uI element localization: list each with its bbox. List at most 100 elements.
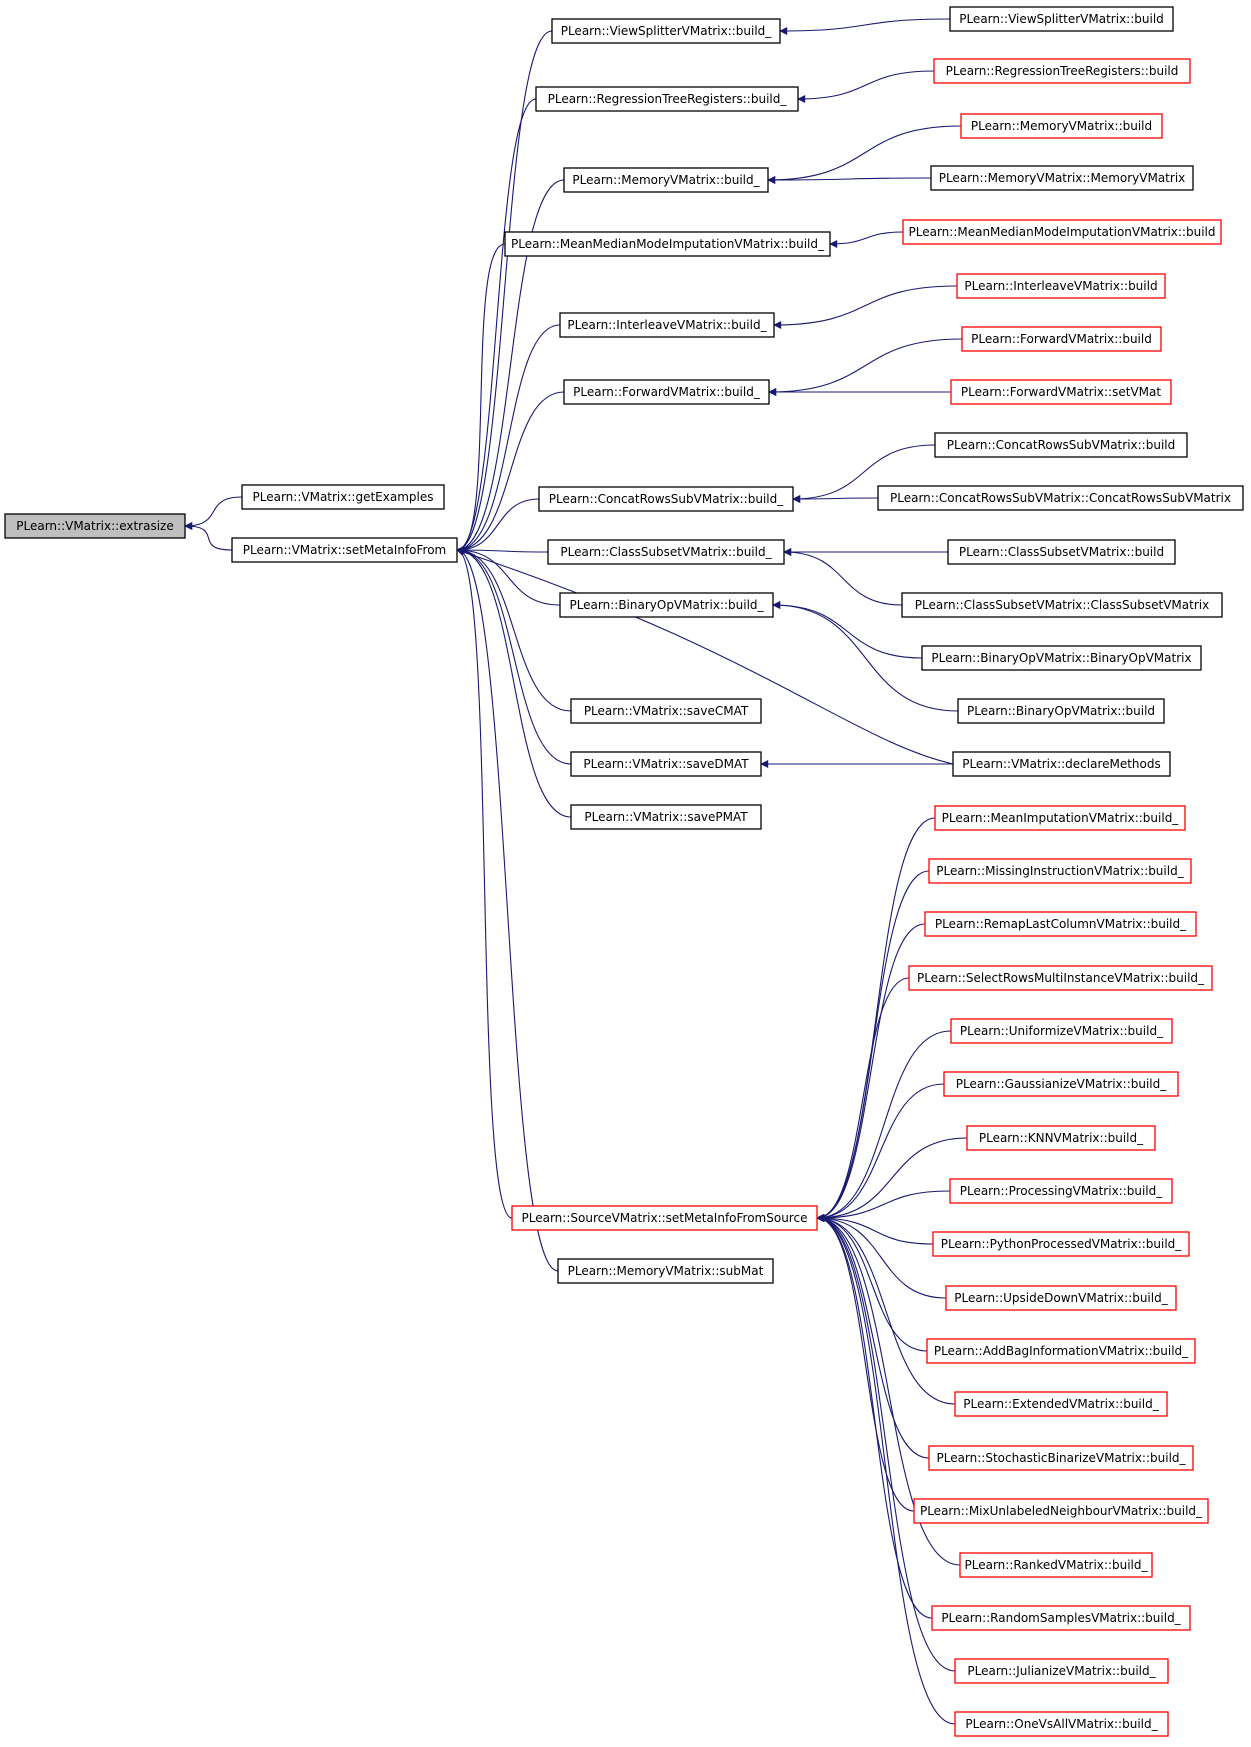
node-plearn-classsubsetvmatrix-build[interactable]: PLearn::ClassSubsetVMatrix::build bbox=[947, 539, 1176, 565]
edge-n26-to-n9 bbox=[792, 494, 879, 503]
nodes-layer: PLearn::VMatrix::extrasizePLearn::VMatri… bbox=[4, 6, 1244, 1737]
node-plearn-memoryvmatrix-build[interactable]: PLearn::MemoryVMatrix::build_ bbox=[563, 167, 769, 193]
edge-n43-to-n15 bbox=[816, 1214, 956, 1405]
node-plearn-onevsallvmatrix-build[interactable]: PLearn::OneVsAllVMatrix::build_ bbox=[954, 1711, 1169, 1737]
node-label: PLearn::KNNVMatrix::build_ bbox=[979, 1131, 1144, 1145]
node-box bbox=[928, 858, 1192, 884]
node-box bbox=[933, 58, 1191, 84]
node-label: PLearn::VMatrix::saveDMAT bbox=[583, 757, 749, 771]
node-plearn-concatrowssubvmatrix-concatrowssubvmatrix[interactable]: PLearn::ConcatRowsSubVMatrix::ConcatRows… bbox=[877, 485, 1244, 511]
node-plearn-selectrowsmultiinstancevmatrix-build[interactable]: PLearn::SelectRowsMultiInstanceVMatrix::… bbox=[908, 965, 1213, 991]
node-plearn-extendedvmatrix-build[interactable]: PLearn::ExtendedVMatrix::build_ bbox=[954, 1391, 1168, 1417]
edge-arrow bbox=[456, 548, 954, 765]
node-plearn-viewsplittervmatrix-build[interactable]: PLearn::ViewSplitterVMatrix::build bbox=[949, 6, 1174, 32]
node-plearn-meanmedianmodeimputationvmatrix-build[interactable]: PLearn::MeanMedianModeImputationVMatrix:… bbox=[504, 231, 831, 257]
node-plearn-classsubsetvmatrix-build[interactable]: PLearn::ClassSubsetVMatrix::build_ bbox=[547, 539, 785, 565]
node-plearn-binaryopvmatrix-binaryopvmatrix[interactable]: PLearn::BinaryOpVMatrix::BinaryOpVMatrix bbox=[921, 645, 1202, 671]
edge-n7-to-n2 bbox=[456, 324, 561, 554]
edge-arrow bbox=[816, 1214, 933, 1619]
edge-arrow bbox=[779, 18, 951, 35]
node-plearn-pythonprocessedvmatrix-build[interactable]: PLearn::PythonProcessedVMatrix::build_ bbox=[932, 1231, 1190, 1257]
node-plearn-binaryopvmatrix-build[interactable]: PLearn::BinaryOpVMatrix::build bbox=[957, 698, 1165, 724]
node-label: PLearn::ViewSplitterVMatrix::build_ bbox=[561, 24, 773, 38]
edge-n16-to-n2 bbox=[456, 546, 559, 1272]
node-plearn-memoryvmatrix-memoryvmatrix[interactable]: PLearn::MemoryVMatrix::MemoryVMatrix bbox=[930, 165, 1194, 191]
node-box bbox=[928, 1445, 1194, 1471]
edge-n34-to-n15 bbox=[816, 923, 926, 1222]
node-label: PLearn::MeanMedianModeImputationVMatrix:… bbox=[909, 225, 1216, 239]
edge-n13-to-n2 bbox=[456, 546, 572, 765]
node-plearn-stochasticbinarizevmatrix-build[interactable]: PLearn::StochasticBinarizeVMatrix::build… bbox=[928, 1445, 1194, 1471]
node-plearn-concatrowssubvmatrix-build[interactable]: PLearn::ConcatRowsSubVMatrix::build bbox=[934, 432, 1188, 458]
node-plearn-mixunlabeledneighbourvmatrix-build[interactable]: PLearn::MixUnlabeledNeighbourVMatrix::bu… bbox=[913, 1498, 1209, 1524]
node-label: PLearn::VMatrix::saveCMAT bbox=[584, 704, 749, 718]
node-box bbox=[4, 513, 186, 539]
node-plearn-binaryopvmatrix-build[interactable]: PLearn::BinaryOpVMatrix::build_ bbox=[559, 592, 774, 618]
node-box bbox=[930, 165, 1194, 191]
edge-n31-to-n2 bbox=[456, 548, 954, 765]
node-plearn-classsubsetvmatrix-classsubsetvmatrix[interactable]: PLearn::ClassSubsetVMatrix::ClassSubsetV… bbox=[901, 592, 1223, 618]
node-plearn-vmatrix-savepmat[interactable]: PLearn::VMatrix::savePMAT bbox=[570, 804, 762, 830]
node-plearn-rankedvmatrix-build[interactable]: PLearn::RankedVMatrix::build_ bbox=[959, 1552, 1153, 1578]
node-plearn-missinginstructionvmatrix-build[interactable]: PLearn::MissingInstructionVMatrix::build… bbox=[928, 858, 1192, 884]
node-plearn-viewsplittervmatrix-build[interactable]: PLearn::ViewSplitterVMatrix::build_ bbox=[551, 18, 781, 44]
node-plearn-concatrowssubvmatrix-build[interactable]: PLearn::ConcatRowsSubVMatrix::build_ bbox=[538, 486, 794, 512]
edge-arrow bbox=[816, 977, 910, 1222]
node-plearn-upsidedownvmatrix-build[interactable]: PLearn::UpsideDownVMatrix::build_ bbox=[945, 1285, 1177, 1311]
node-plearn-vmatrix-declaremethods[interactable]: PLearn::VMatrix::declareMethods bbox=[952, 751, 1171, 777]
node-label: PLearn::PythonProcessedVMatrix::build_ bbox=[941, 1237, 1183, 1251]
edge-n25-to-n9 bbox=[792, 444, 936, 503]
node-label: PLearn::ExtendedVMatrix::build_ bbox=[963, 1397, 1159, 1411]
edge-n45-to-n15 bbox=[816, 1214, 915, 1512]
node-plearn-meanimputationvmatrix-build[interactable]: PLearn::MeanImputationVMatrix::build_ bbox=[934, 805, 1186, 831]
node-box bbox=[559, 592, 774, 618]
node-plearn-julianizevmatrix-build[interactable]: PLearn::JulianizeVMatrix::build_ bbox=[954, 1658, 1169, 1684]
node-plearn-vmatrix-savedmat[interactable]: PLearn::VMatrix::saveDMAT bbox=[570, 751, 762, 777]
node-plearn-interleavevmatrix-build[interactable]: PLearn::InterleaveVMatrix::build_ bbox=[559, 312, 775, 338]
node-plearn-processingvmatrix-build[interactable]: PLearn::ProcessingVMatrix::build_ bbox=[949, 1178, 1173, 1204]
node-plearn-vmatrix-setmetainfofrom[interactable]: PLearn::VMatrix::setMetaInfoFrom bbox=[231, 537, 458, 563]
edge-arrow bbox=[772, 601, 923, 659]
node-plearn-remaplastcolumnvmatrix-build[interactable]: PLearn::RemapLastColumnVMatrix::build_ bbox=[924, 911, 1197, 937]
node-plearn-vmatrix-savecmat[interactable]: PLearn::VMatrix::saveCMAT bbox=[570, 698, 762, 724]
node-plearn-knnvmatrix-build[interactable]: PLearn::KNNVMatrix::build_ bbox=[966, 1125, 1156, 1151]
edge-n41-to-n15 bbox=[816, 1214, 947, 1299]
node-plearn-forwardvmatrix-build[interactable]: PLearn::ForwardVMatrix::build_ bbox=[563, 379, 770, 405]
node-box bbox=[947, 539, 1176, 565]
node-box bbox=[961, 326, 1162, 352]
node-plearn-meanmedianmodeimputationvmatrix-build[interactable]: PLearn::MeanMedianModeImputationVMatrix:… bbox=[902, 219, 1222, 245]
edge-n36-to-n15 bbox=[816, 1030, 952, 1222]
node-label: PLearn::ConcatRowsSubVMatrix::build_ bbox=[549, 492, 784, 506]
node-plearn-regressiontreeregisters-build[interactable]: PLearn::RegressionTreeRegisters::build_ bbox=[535, 86, 799, 112]
node-label: PLearn::ForwardVMatrix::build bbox=[971, 332, 1152, 346]
node-plearn-forwardvmatrix-build[interactable]: PLearn::ForwardVMatrix::build bbox=[961, 326, 1162, 352]
node-label: PLearn::MissingInstructionVMatrix::build… bbox=[936, 864, 1184, 878]
edge-n37-to-n15 bbox=[816, 1083, 945, 1222]
edge-n28-to-n10 bbox=[783, 548, 903, 606]
edge-arrow bbox=[816, 1214, 956, 1672]
node-label: PLearn::ForwardVMatrix::setVMat bbox=[961, 385, 1161, 399]
edge-n23-to-n8 bbox=[768, 338, 963, 396]
node-plearn-vmatrix-getexamples[interactable]: PLearn::VMatrix::getExamples bbox=[241, 484, 445, 510]
node-label: PLearn::VMatrix::savePMAT bbox=[584, 810, 748, 824]
node-plearn-addbaginformationvmatrix-build[interactable]: PLearn::AddBagInformationVMatrix::build_ bbox=[926, 1338, 1196, 1364]
edge-n2-to-n0 bbox=[184, 522, 233, 551]
node-plearn-interleavevmatrix-build[interactable]: PLearn::InterleaveVMatrix::build bbox=[956, 273, 1166, 299]
edge-n20-to-n5 bbox=[767, 175, 932, 184]
node-box bbox=[934, 432, 1188, 458]
edge-n11-to-n2 bbox=[456, 546, 561, 606]
node-plearn-uniformizevmatrix-build[interactable]: PLearn::UniformizeVMatrix::build_ bbox=[950, 1018, 1173, 1044]
node-plearn-randomsamplesvmatrix-build[interactable]: PLearn::RandomSamplesVMatrix::build_ bbox=[931, 1605, 1191, 1631]
node-plearn-memoryvmatrix-build[interactable]: PLearn::MemoryVMatrix::build bbox=[960, 113, 1163, 139]
node-plearn-gaussianizevmatrix-build[interactable]: PLearn::GaussianizeVMatrix::build_ bbox=[943, 1071, 1179, 1097]
edge-arrow bbox=[456, 30, 553, 554]
node-plearn-regressiontreeregisters-build[interactable]: PLearn::RegressionTreeRegisters::build bbox=[933, 58, 1191, 84]
node-label: PLearn::MemoryVMatrix::build bbox=[971, 119, 1152, 133]
node-plearn-memoryvmatrix-submat[interactable]: PLearn::MemoryVMatrix::subMat bbox=[557, 1258, 774, 1284]
node-label: PLearn::InterleaveVMatrix::build bbox=[964, 279, 1157, 293]
node-plearn-vmatrix-extrasize[interactable]: PLearn::VMatrix::extrasize bbox=[4, 513, 186, 539]
node-plearn-sourcevmatrix-setmetainfofromsource[interactable]: PLearn::SourceVMatrix::setMetaInfoFromSo… bbox=[511, 1205, 818, 1231]
node-box bbox=[902, 219, 1222, 245]
node-box bbox=[570, 804, 762, 830]
node-plearn-forwardvmatrix-setvmat[interactable]: PLearn::ForwardVMatrix::setVMat bbox=[950, 379, 1172, 405]
